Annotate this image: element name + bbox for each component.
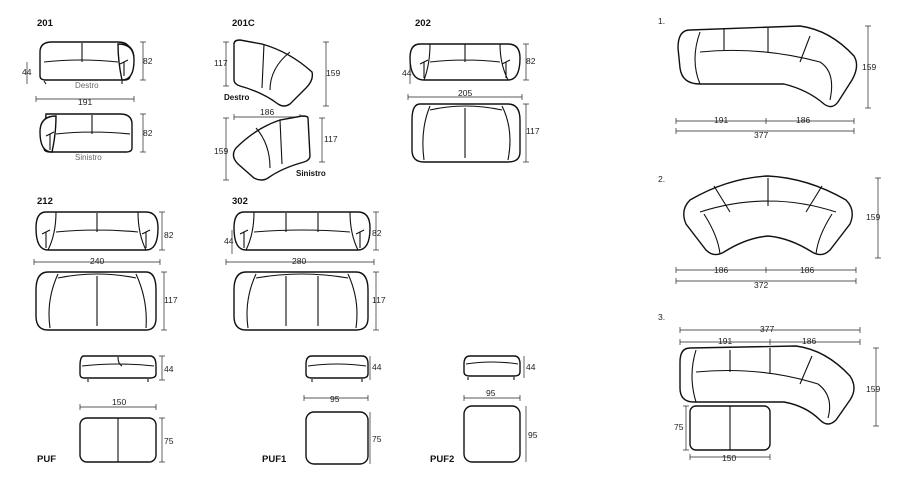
plan-depth-label: 117 <box>164 295 178 305</box>
plan-view: 117 <box>233 271 386 331</box>
model-code: PUF1 <box>262 454 287 465</box>
model-puf1: 44 95 75 PUF1 <box>262 355 382 465</box>
width-label: 240 <box>90 256 104 266</box>
model-212: 212 82 240 117 <box>33 196 178 331</box>
depth-label: 75 <box>372 434 382 444</box>
a-label: 159 <box>214 146 228 156</box>
b-label: 117 <box>324 134 338 144</box>
height-label: 44 <box>164 364 174 374</box>
front-elevation: 82 240 <box>33 211 174 266</box>
model-302: 302 44 82 280 117 <box>224 196 386 331</box>
part1-label: 191 <box>714 115 728 125</box>
side-label: Sinistro <box>75 153 102 162</box>
depth-label: 159 <box>866 384 880 394</box>
seat-height-label: 44 <box>402 68 412 78</box>
part2-label: 186 <box>802 336 816 346</box>
total-label: 377 <box>754 130 768 140</box>
depth-label: 82 <box>143 56 153 66</box>
seat-height-label: 44 <box>224 236 234 246</box>
plan-depth-label: 117 <box>526 126 540 136</box>
model-code: 202 <box>415 18 431 29</box>
side-label: Sinistro <box>296 169 326 178</box>
front-elevation-left: 82 Sinistro <box>39 113 153 162</box>
depth-label: 159 <box>862 62 876 72</box>
width-label: 186 <box>260 107 274 117</box>
width-label: 95 <box>330 394 340 404</box>
depth-label: 82 <box>526 56 536 66</box>
part1-label: 191 <box>718 336 732 346</box>
model-202: 202 44 82 205 117 <box>402 18 540 163</box>
model-code: 212 <box>37 196 53 207</box>
plan-depth-label: 117 <box>372 295 386 305</box>
front-elevation: 44 82 205 <box>402 43 536 100</box>
puf-width-label: 150 <box>722 453 736 463</box>
part2-label: 186 <box>796 115 810 125</box>
model-code: 201 <box>37 18 54 29</box>
b-label: 159 <box>326 68 340 78</box>
corner-plan-right: 117 159 Destro 186 <box>214 39 340 120</box>
composition-3: 3. 377 191 186 159 75 150 <box>658 312 880 463</box>
model-code: PUF <box>37 454 56 465</box>
width-label: 95 <box>486 388 496 398</box>
plan-view: 117 <box>411 103 540 163</box>
depth-label: 82 <box>164 230 174 240</box>
model-puf: 44 150 75 PUF <box>37 355 174 465</box>
model-code: 201C <box>232 18 255 29</box>
width-label: 191 <box>78 97 92 107</box>
side-label: Destro <box>75 81 99 90</box>
depth-label: 159 <box>866 212 880 222</box>
corner-plan-left: 159 117 Sinistro <box>214 115 338 181</box>
composition-number: 1. <box>658 16 665 26</box>
width-label: 150 <box>112 397 126 407</box>
depth-label: 75 <box>164 436 174 446</box>
model-201: 201 82 44 Destro 191 82 Sinistro <box>22 18 153 162</box>
composition-number: 2. <box>658 174 665 184</box>
front-elevation: 82 44 Destro 191 <box>22 41 153 107</box>
model-code: 302 <box>232 196 248 207</box>
depth-label: 82 <box>372 228 382 238</box>
model-code: PUF2 <box>430 454 454 465</box>
puf-depth-label: 75 <box>674 422 684 432</box>
total-label: 377 <box>760 324 774 334</box>
composition-number: 3. <box>658 312 665 322</box>
model-puf2: 44 95 95 PUF2 <box>430 355 538 465</box>
seat-height-label: 44 <box>22 67 32 77</box>
front-elevation: 44 82 280 <box>224 211 382 266</box>
side-label: Destro <box>224 93 249 102</box>
depth-label: 82 <box>143 128 153 138</box>
height-label: 44 <box>372 362 382 372</box>
model-201c: 201C 117 159 Destro 186 159 117 Sinistro <box>214 18 340 181</box>
part2-label: 186 <box>800 265 814 275</box>
composition-2: 2. 159 186 186 372 <box>658 174 881 290</box>
total-label: 372 <box>754 280 768 290</box>
plan-view: 117 <box>35 271 178 331</box>
composition-1: 1. 159 191 186 377 <box>658 16 876 140</box>
part1-label: 186 <box>714 265 728 275</box>
width-label: 205 <box>458 88 472 98</box>
height-label: 44 <box>526 362 536 372</box>
depth-label: 95 <box>528 430 538 440</box>
a-label: 117 <box>214 58 228 68</box>
width-label: 280 <box>292 256 306 266</box>
